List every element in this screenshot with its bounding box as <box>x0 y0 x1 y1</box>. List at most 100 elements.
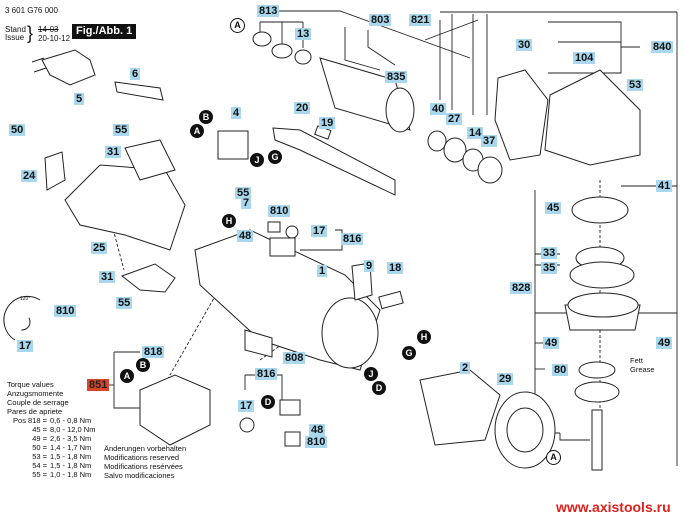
torque-row: 49 =2,6 - 3,5 Nm <box>32 434 92 443</box>
part-label[interactable]: 17 <box>17 340 34 352</box>
part-label[interactable]: 808 <box>283 352 306 364</box>
brush-holder-part <box>139 374 211 446</box>
part-label[interactable]: 1 <box>317 265 328 277</box>
connector-a: A <box>190 124 204 138</box>
torque-title-en: Torque values <box>7 380 54 389</box>
connector-j: J <box>250 153 264 167</box>
mods-en: Modifications reserved <box>104 453 180 462</box>
part-label[interactable]: 18 <box>387 262 404 274</box>
torque-title-es: Pares de apriete <box>7 407 63 416</box>
part-label[interactable]: 9 <box>364 260 375 272</box>
connector-b: B <box>136 358 150 372</box>
gear-housing-part <box>544 69 641 166</box>
part-label[interactable]: 40 <box>430 103 447 115</box>
part-label[interactable]: 13 <box>295 28 312 40</box>
part-label[interactable]: 25 <box>91 242 108 254</box>
torque-row: 55 =1,0 - 1,8 Nm <box>32 470 92 479</box>
part-label[interactable]: 810 <box>305 436 328 448</box>
part-label[interactable]: 35 <box>541 262 558 274</box>
part-label[interactable]: 803 <box>369 14 392 26</box>
spindle-part <box>591 409 603 471</box>
part-label[interactable]: 50 <box>9 124 26 136</box>
part-label[interactable]: 2 <box>460 362 471 374</box>
torque-row: Pos 818 =0,6 - 0,8 Nm <box>13 416 92 425</box>
cable-sleeve-part <box>114 81 164 101</box>
part-label[interactable]: 835 <box>385 71 408 83</box>
figure-label: Fig./Abb. 1 <box>72 24 137 39</box>
connector-a-open: A <box>546 450 561 465</box>
part-label[interactable]: 821 <box>409 14 432 26</box>
part-label[interactable]: 14 <box>467 127 484 139</box>
stand-label: Stand <box>5 25 26 34</box>
connector-g: G <box>402 346 416 360</box>
issue-date: 20-10-12 <box>38 34 71 43</box>
connector-h: H <box>417 330 431 344</box>
part-label[interactable]: 55 <box>113 124 130 136</box>
version: 14-03 <box>38 25 59 34</box>
part-label[interactable]: 840 <box>651 41 674 53</box>
part-label[interactable]: 17 <box>311 225 328 237</box>
part-label[interactable]: 24 <box>21 170 38 182</box>
torque-title-fr: Couple de serrage <box>7 398 69 407</box>
part-label[interactable]: 17 <box>238 400 255 412</box>
part-label[interactable]: 31 <box>99 271 116 283</box>
mods-fr: Modifications resérvées <box>104 462 183 471</box>
connector-a-open: A <box>230 18 245 33</box>
part-label[interactable]: 4 <box>231 107 242 119</box>
part-label[interactable]: 30 <box>516 39 533 51</box>
part-label[interactable]: 45 <box>545 202 562 214</box>
torque-title-de: Anzugsmomente <box>7 389 64 398</box>
handle-part <box>64 164 186 251</box>
part-label[interactable]: 7 <box>241 197 252 209</box>
slide-bar-part <box>272 127 396 196</box>
torque-row: 50 =1,4 - 1,7 Nm <box>32 443 92 452</box>
part-label[interactable]: 49 <box>543 337 560 349</box>
plug-part <box>41 49 96 86</box>
part-label[interactable]: 810 <box>54 305 77 317</box>
part-label[interactable]: 55 <box>235 187 252 199</box>
part-label[interactable]: 828 <box>510 282 533 294</box>
part-label[interactable]: 810 <box>268 205 291 217</box>
part-label[interactable]: 37 <box>481 135 498 147</box>
mods-es: Salvo modificaciones <box>104 471 175 480</box>
part-label[interactable]: 29 <box>497 373 514 385</box>
part-number: 3 601 G76 000 <box>5 6 58 15</box>
part-label[interactable]: 816 <box>255 368 278 380</box>
watermark-url[interactable]: www.axistools.ru <box>556 499 671 515</box>
brace: } <box>27 23 34 43</box>
part-label[interactable]: 104 <box>573 52 596 64</box>
torque-row: 45 =8,0 - 12,0 Nm <box>32 425 96 434</box>
connector-j: J <box>364 367 378 381</box>
modifications-note: Änderungen vorbehalten Modifications res… <box>104 444 186 480</box>
part-label[interactable]: 31 <box>105 146 122 158</box>
torque-row: 54 =1,5 - 1,8 Nm <box>32 461 92 470</box>
mods-de: Änderungen vorbehalten <box>104 444 187 453</box>
part-label[interactable]: 5 <box>74 93 85 105</box>
torque-row: 53 =1,5 - 1,8 Nm <box>32 452 92 461</box>
part-label[interactable]: 49 <box>656 337 673 349</box>
part-label[interactable]: 48 <box>237 230 254 242</box>
baffle-part <box>494 69 549 161</box>
part-label[interactable]: 53 <box>627 79 644 91</box>
part-label[interactable]: 33 <box>541 247 558 259</box>
part-label[interactable]: 813 <box>257 5 280 17</box>
part-label[interactable]: 48 <box>309 424 326 436</box>
grease-note-en: Grease <box>630 365 655 374</box>
part-label[interactable]: 80 <box>552 364 569 376</box>
part-label[interactable]: 818 <box>142 346 165 358</box>
part-label[interactable]: 41 <box>656 180 673 192</box>
part-label[interactable]: 6 <box>130 68 141 80</box>
connector-h: H <box>222 214 236 228</box>
part-label[interactable]: 55 <box>116 297 133 309</box>
torque-table: Torque values Anzugsmomente Couple de se… <box>7 380 95 479</box>
part-label[interactable]: 20 <box>294 102 311 114</box>
part-label[interactable]: 816 <box>341 233 364 245</box>
part-label[interactable]: 27 <box>446 113 463 125</box>
part-label[interactable]: 19 <box>319 117 336 129</box>
grease-note: Fett Grease <box>630 356 655 374</box>
issue-label: Issue <box>5 33 25 42</box>
part-label-highlighted[interactable]: 851 <box>87 379 110 391</box>
leader-813 <box>257 10 471 59</box>
field-coil-part <box>419 369 501 446</box>
